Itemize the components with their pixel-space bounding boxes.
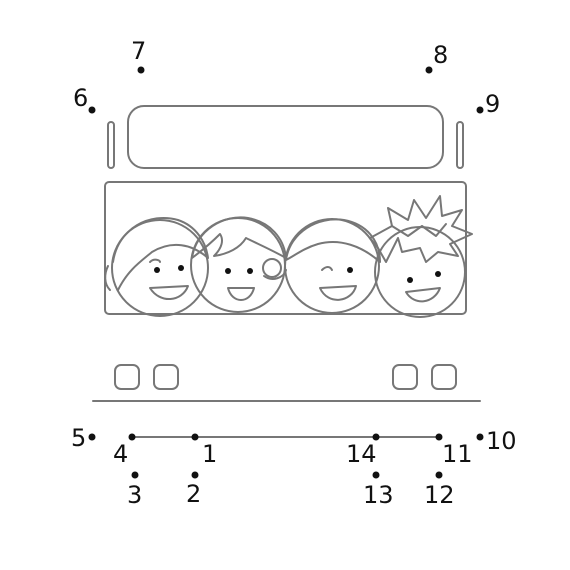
number-dots: 1 2 3 4 5 6 7 8 [71,37,517,509]
dot-label-3: 3 [127,481,142,509]
dot-point-14: 14 [346,433,380,468]
child-face-icon [104,217,209,317]
dot-label-5: 5 [71,424,86,452]
children-faces [104,195,473,318]
dot-label-4: 4 [113,440,128,468]
dot-label-14: 14 [346,440,377,468]
dot-point-3: 3 [127,471,142,509]
child-face-icon [369,195,473,318]
left-headlight-1 [114,364,140,390]
dot-label-10: 10 [486,427,517,455]
dot-point-6: 6 [73,84,96,114]
right-headlight-1 [392,364,418,390]
child-face-icon [262,218,381,314]
bus-windshield [104,181,467,315]
right-headlight-2 [431,364,457,390]
dot-point-8: 8 [425,41,448,74]
dot-point-10: 10 [476,427,517,455]
dot-label-7: 7 [131,37,146,65]
dot-point-13: 13 [363,471,394,509]
left-mirror [107,121,115,169]
dot-point-2: 2 [186,471,201,508]
dot-label-11: 11 [442,440,473,468]
dot-point-1: 1 [191,433,217,468]
dot-label-8: 8 [433,41,448,69]
bus-roof-sign [127,105,444,169]
dot-point-5: 5 [71,424,96,452]
dot-label-2: 2 [186,480,201,508]
dot-point-7: 7 [131,37,146,74]
bus-outline-illustration [92,105,481,402]
left-headlight-2 [153,364,179,390]
dot-label-1: 1 [202,440,217,468]
right-mirror [456,121,464,169]
dot-point-12: 12 [424,471,455,509]
dot-point-11: 11 [435,433,473,468]
dot-label-13: 13 [363,481,394,509]
child-face-icon [190,216,287,313]
dot-point-9: 9 [476,90,500,118]
dot-label-12: 12 [424,481,455,509]
dot-label-9: 9 [485,90,500,118]
dot-point-4: 4 [113,433,136,468]
dot-label-6: 6 [73,84,88,112]
